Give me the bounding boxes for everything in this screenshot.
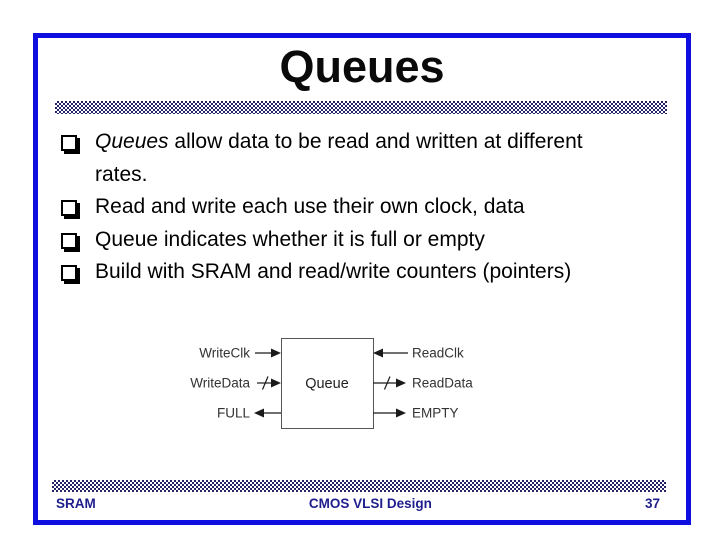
- port-label-writedata: WriteData: [190, 376, 250, 391]
- slide: Queues Queues allow data to be read and …: [33, 33, 691, 525]
- queue-box-label: Queue: [305, 376, 349, 392]
- title-divider-hatch-bar: [55, 101, 667, 114]
- bullet-text: Build with SRAM and read/write counters …: [95, 256, 670, 289]
- writedata-arrow: [257, 376, 281, 390]
- footer-section-label: SRAM: [56, 495, 96, 511]
- shadowed-square-bullet-icon: [61, 265, 77, 281]
- shadowed-square-bullet-icon: [61, 135, 77, 151]
- list-item: Queues allow data to be read and written…: [58, 126, 670, 191]
- port-label-full: FULL: [217, 406, 251, 421]
- footer-course-title: CMOS VLSI Design: [308, 495, 432, 511]
- readclk-arrow: [373, 348, 408, 358]
- bullet-list: Queues allow data to be read and written…: [58, 126, 670, 289]
- list-item: Read and write each use their own clock,…: [58, 191, 670, 224]
- queue-block-diagram: Queue WriteClk WriteData FULL ReadClk Re…: [190, 338, 473, 429]
- bullet-line: rates.: [95, 162, 148, 186]
- bullet-line: Build with SRAM and read/write counters …: [95, 260, 572, 283]
- bullet-line: allow data to be read and written at dif…: [168, 130, 583, 153]
- port-label-readdata: ReadData: [412, 376, 473, 391]
- bullet-text: Queue indicates whether it is full or em…: [95, 224, 670, 257]
- footer-divider-hatch-bar: [52, 480, 666, 492]
- full-arrow: [254, 408, 281, 418]
- shadowed-square-bullet-icon: [61, 200, 77, 216]
- list-item: Build with SRAM and read/write counters …: [58, 256, 670, 289]
- bullet-text: Read and write each use their own clock,…: [95, 191, 670, 224]
- bus-slash-icon: [261, 376, 269, 390]
- queue-box: [281, 338, 374, 429]
- footer-page-number: 37: [644, 495, 660, 511]
- bus-slash-icon: [383, 376, 391, 390]
- bullet-italic-lead: Queues: [95, 130, 169, 153]
- bullet-text: Queues allow data to be read and written…: [95, 126, 670, 191]
- footer: SRAM CMOS VLSI Design 37: [56, 494, 660, 512]
- port-label-readclk: ReadClk: [412, 346, 464, 361]
- empty-arrow: [373, 408, 406, 418]
- bullet-line: Queue indicates whether it is full or em…: [95, 227, 485, 251]
- port-label-writeclk: WriteClk: [199, 346, 250, 361]
- readdata-arrow: [373, 376, 406, 390]
- port-label-empty: EMPTY: [412, 406, 459, 421]
- shadowed-square-bullet-icon: [61, 232, 77, 249]
- bullet-line: Read and write each use their own clock,…: [95, 195, 525, 218]
- writeclk-arrow: [255, 348, 281, 358]
- slide-title: Queues: [279, 41, 445, 92]
- list-item: Queue indicates whether it is full or em…: [58, 224, 670, 257]
